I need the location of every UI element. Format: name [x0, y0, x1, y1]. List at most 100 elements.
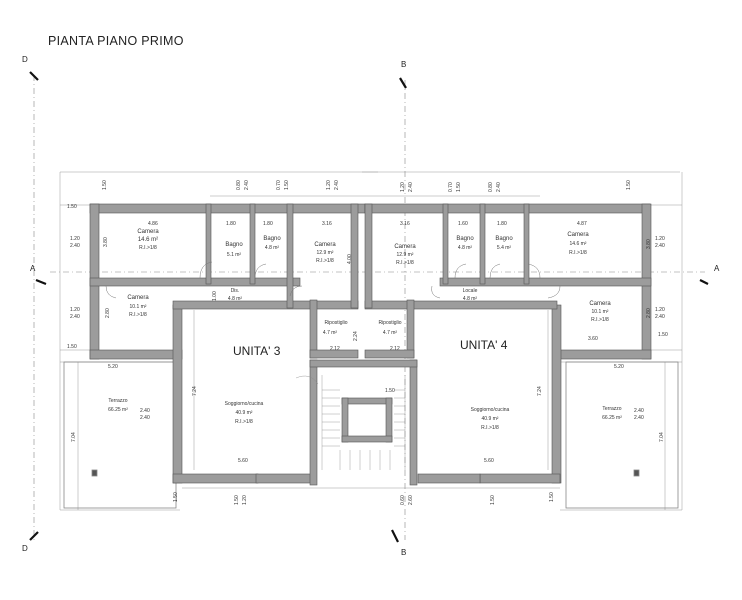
svg-text:2.40: 2.40	[634, 408, 644, 414]
camera-tr-name: Camera	[567, 232, 589, 238]
svg-text:1.20: 1.20	[242, 495, 248, 505]
svg-text:1.20: 1.20	[400, 182, 406, 192]
svg-text:2.40: 2.40	[70, 243, 80, 249]
svg-text:2.40: 2.40	[140, 408, 150, 414]
camera-ml-name: Camera	[127, 295, 149, 301]
walls	[89, 203, 652, 486]
rip-r-area: 4.7 m²	[383, 330, 398, 336]
plan-title: PIANTA PIANO PRIMO	[48, 34, 184, 48]
svg-text:0.80: 0.80	[488, 182, 494, 192]
svg-text:0.60: 0.60	[400, 495, 406, 505]
sogg-r-name: Soggiorno/cucina	[471, 407, 510, 413]
svg-text:1.50: 1.50	[385, 388, 395, 394]
staircase	[295, 375, 406, 470]
section-a-right: A	[714, 264, 720, 273]
svg-text:1.50: 1.50	[102, 180, 108, 190]
locale-name: Locale	[463, 288, 478, 294]
svg-text:7.04: 7.04	[71, 432, 77, 442]
svg-text:2.12: 2.12	[330, 346, 340, 352]
svg-text:1.50: 1.50	[173, 492, 179, 502]
svg-text:2.12: 2.12	[390, 346, 400, 352]
sogg-r-area: 40.9 m²	[482, 416, 499, 422]
svg-text:5.20: 5.20	[614, 364, 624, 370]
svg-text:1.20: 1.20	[70, 307, 80, 313]
sogg-l-area: 40.9 m²	[236, 410, 253, 416]
sogg-l-name: Soggiorno/cucina	[225, 401, 264, 407]
svg-text:3.80: 3.80	[103, 237, 109, 247]
svg-text:7.24: 7.24	[192, 386, 198, 396]
svg-text:1.50: 1.50	[456, 182, 462, 192]
section-lines	[33, 75, 705, 540]
svg-text:2.40: 2.40	[408, 182, 414, 192]
camera-ml-area: 10.1 m²	[130, 304, 147, 310]
svg-text:1.80: 1.80	[226, 221, 236, 227]
svg-text:5.60: 5.60	[484, 458, 494, 464]
svg-text:2.80: 2.80	[646, 308, 652, 318]
terr-r-name: Terrazzo	[602, 406, 621, 412]
terr-l-area: 66.25 m²	[108, 407, 128, 413]
svg-text:1.80: 1.80	[497, 221, 507, 227]
camera-cl-area: 12.9 m²	[317, 250, 334, 256]
dis-area: 4.8 m²	[228, 296, 243, 302]
svg-text:1.50: 1.50	[67, 204, 77, 210]
bagno-l1-area: 5.1 m²	[227, 252, 242, 258]
svg-text:0.70: 0.70	[276, 180, 282, 190]
terraces	[63, 361, 679, 509]
rip-l-area: 4.7 m²	[323, 330, 338, 336]
svg-text:1.50: 1.50	[284, 180, 290, 190]
terr-r-area: 66.25 m²	[602, 415, 622, 421]
svg-text:1.50: 1.50	[549, 492, 555, 502]
camera-cl-name: Camera	[314, 242, 336, 248]
camera-cr-area: 12.9 m²	[397, 252, 414, 258]
section-d-bottom: D	[22, 544, 28, 553]
svg-text:1.80: 1.80	[263, 221, 273, 227]
terr-l-name: Terrazzo	[108, 398, 127, 404]
camera-tr-ri: R.I.>1/8	[569, 250, 587, 256]
svg-text:2.60: 2.60	[408, 495, 414, 505]
room-labels: Camera 14.6 m² R.I.>1/8 Bagno 5.1 m² Bag…	[108, 229, 622, 431]
camera-ml-ri: R.I.>1/8	[129, 312, 147, 318]
svg-text:2.40: 2.40	[634, 415, 644, 421]
svg-text:3.80: 3.80	[646, 239, 652, 249]
bagno-l2-name: Bagno	[263, 236, 281, 242]
svg-text:3.60: 3.60	[588, 336, 598, 342]
svg-text:2.80: 2.80	[105, 308, 111, 318]
svg-text:4.00: 4.00	[347, 254, 353, 264]
door-swings	[105, 261, 561, 299]
unit-4-label: UNITA' 4	[460, 338, 508, 352]
bagno-r2-name: Bagno	[495, 236, 513, 242]
svg-text:0.70: 0.70	[448, 182, 454, 192]
bagno-r2-area: 5.4 m²	[497, 245, 512, 251]
rip-r-name: Ripostiglio	[378, 320, 401, 326]
bagno-l2-area: 4.8 m²	[265, 245, 280, 251]
svg-text:4.87: 4.87	[577, 221, 587, 227]
svg-text:2.40: 2.40	[334, 180, 340, 190]
svg-text:2.40: 2.40	[655, 314, 665, 320]
svg-text:5.20: 5.20	[108, 364, 118, 370]
svg-text:1.50: 1.50	[658, 332, 668, 338]
svg-text:1.20: 1.20	[326, 180, 332, 190]
section-markers	[29, 71, 709, 543]
svg-text:1.60: 1.60	[458, 221, 468, 227]
svg-text:2.40: 2.40	[140, 415, 150, 421]
svg-text:2.40: 2.40	[496, 182, 502, 192]
camera-mr-area: 10.1 m²	[592, 309, 609, 315]
svg-text:1.00: 1.00	[212, 291, 218, 301]
svg-text:7.04: 7.04	[659, 432, 665, 442]
rip-l-name: Ripostiglio	[324, 320, 347, 326]
svg-text:4.86: 4.86	[148, 221, 158, 227]
svg-text:2.40: 2.40	[655, 243, 665, 249]
svg-text:3.16: 3.16	[322, 221, 332, 227]
section-b-top: B	[401, 60, 406, 69]
svg-text:1.20: 1.20	[70, 236, 80, 242]
svg-text:2.24: 2.24	[353, 331, 359, 341]
svg-text:1.50: 1.50	[490, 495, 496, 505]
camera-mr-name: Camera	[589, 301, 611, 307]
svg-text:2.40: 2.40	[70, 314, 80, 320]
svg-text:1.50: 1.50	[234, 495, 240, 505]
bagno-r1-name: Bagno	[456, 236, 474, 242]
sogg-r-ri: R.I.>1/8	[481, 425, 499, 431]
section-a-left: A	[30, 264, 36, 273]
camera-tl-ri: R.I.>1/8	[139, 245, 157, 251]
